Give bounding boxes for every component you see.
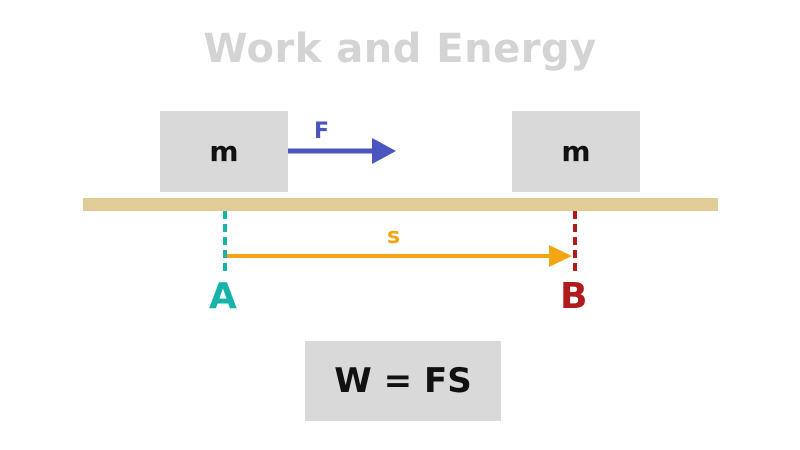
point-a-label: A [209, 276, 237, 317]
diagram-title: Work and Energy [203, 26, 597, 72]
force-arrow [288, 138, 396, 164]
point-b-label: B [560, 276, 588, 317]
displacement-arrow [227, 245, 572, 267]
mass-block-end: m [512, 111, 640, 192]
displacement-label: s [387, 224, 401, 249]
formula-text: W = FS [334, 361, 472, 401]
formula-box: W = FS [305, 341, 501, 421]
force-label: F [314, 119, 330, 144]
mass-block-start: m [160, 111, 288, 192]
mass-label-start: m [209, 135, 239, 168]
ground-surface [83, 198, 718, 211]
mass-label-end: m [561, 135, 591, 168]
